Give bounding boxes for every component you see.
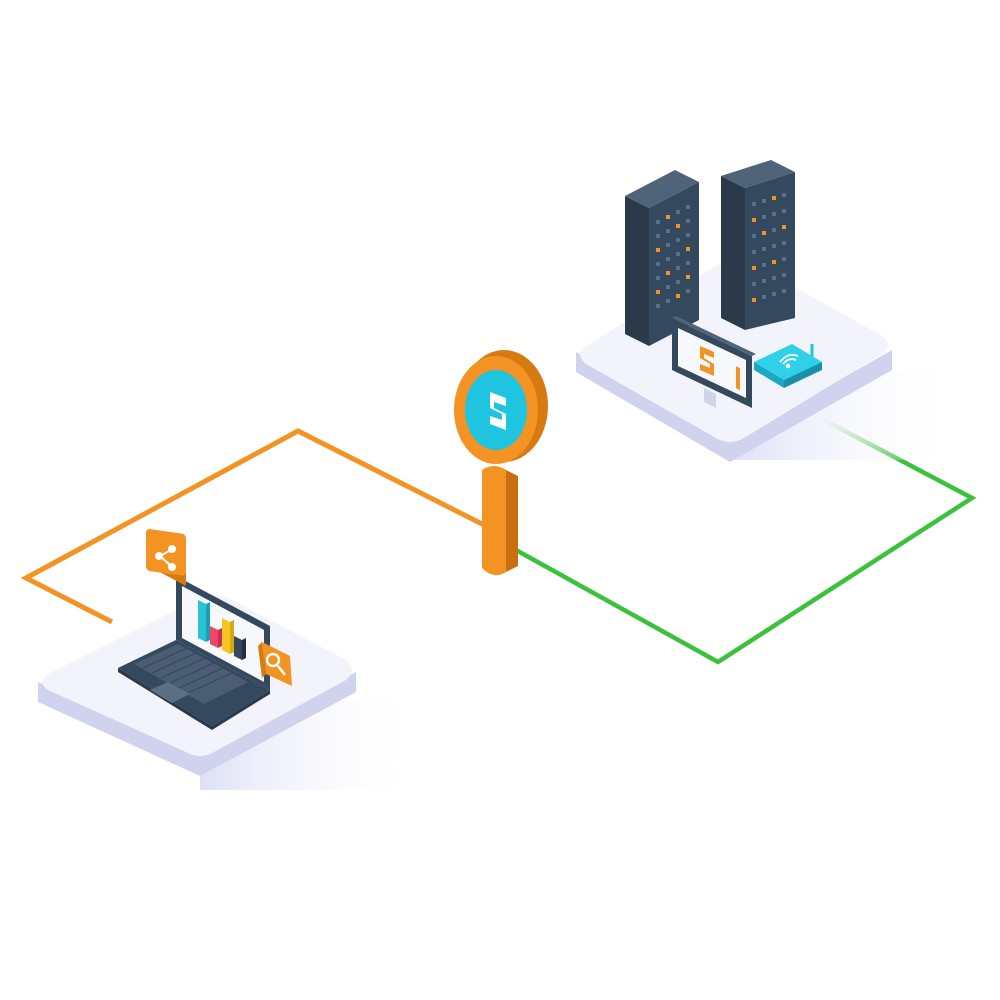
wifi-glyph xyxy=(779,353,799,369)
green-path xyxy=(514,458,977,665)
search-glyph-lens xyxy=(265,652,281,668)
rack-1-front xyxy=(625,196,649,346)
share-icon xyxy=(146,529,186,586)
search-glyph-handle xyxy=(276,665,287,676)
platform-side xyxy=(576,350,892,462)
monitor-stand xyxy=(704,388,716,408)
laptop-icon xyxy=(118,529,292,730)
s-logo-icon xyxy=(490,392,506,430)
bar-yellow-side xyxy=(230,620,234,654)
magnifier-icon xyxy=(454,350,548,576)
bar-red-side xyxy=(218,628,222,648)
monitor-accent-bar xyxy=(736,366,740,391)
search-badge-side xyxy=(258,642,266,678)
bar-chart-icon xyxy=(198,600,246,660)
rack-2-top xyxy=(721,160,795,188)
magnifier-handle-side xyxy=(506,470,518,572)
bar-navy-side xyxy=(242,638,246,660)
orange-path xyxy=(20,428,496,625)
rack-2-lights xyxy=(752,193,786,302)
server-rack-icon xyxy=(625,160,795,346)
magnifier-handle xyxy=(482,466,506,576)
rack-2-front xyxy=(721,176,745,330)
rack-1-top xyxy=(625,170,699,208)
s-logo-icon xyxy=(700,346,714,376)
bar-yellow xyxy=(222,618,230,654)
router-top xyxy=(754,344,822,380)
laptop-touchpad xyxy=(150,682,190,703)
bar-teal xyxy=(198,600,206,642)
keyboard-keys xyxy=(142,647,233,694)
wifi-router-icon xyxy=(754,344,822,388)
router-side xyxy=(784,362,822,388)
share-glyph xyxy=(155,545,176,571)
router-front xyxy=(754,362,784,388)
monitor-frame-side xyxy=(672,316,756,356)
bar-navy xyxy=(234,636,242,660)
bar-red xyxy=(210,626,218,648)
rack-1-lights xyxy=(656,205,690,308)
monitor-icon xyxy=(672,316,756,408)
laptop-base-edge xyxy=(118,668,270,730)
orange-connection-line xyxy=(20,428,496,625)
bar-teal-side xyxy=(206,602,210,642)
search-icon xyxy=(258,642,292,686)
